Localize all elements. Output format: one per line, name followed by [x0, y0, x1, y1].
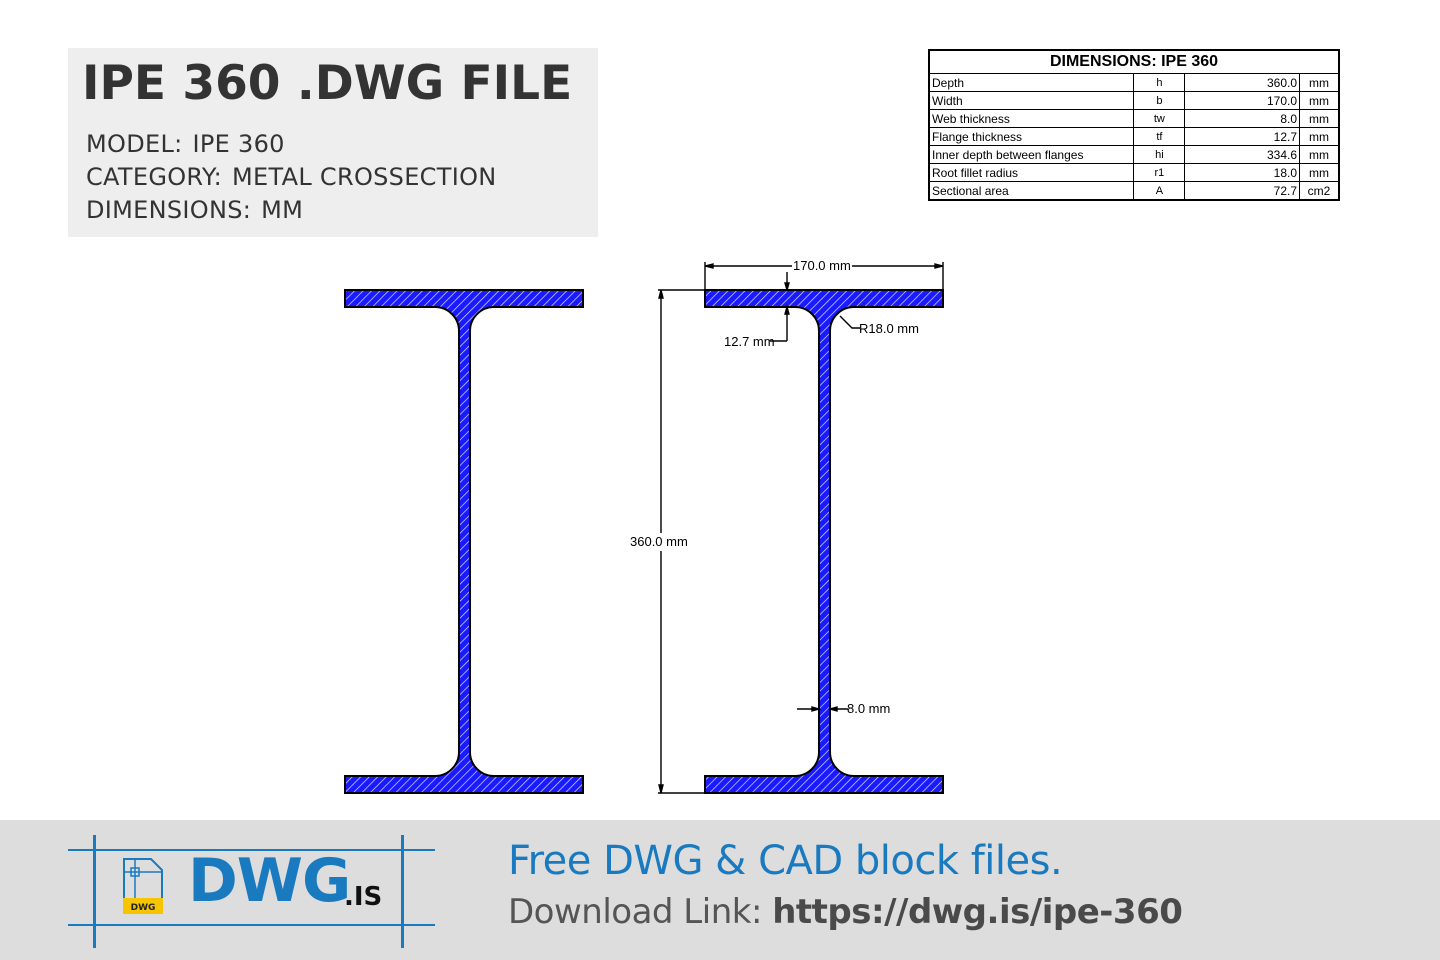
table-row: Sectional area A 72.7 cm2: [928, 181, 1341, 201]
flange-thickness-label: 12.7 mm: [724, 334, 775, 349]
depth-dimension-label: 360.0 mm: [630, 534, 688, 549]
page-title: IPE 360 .DWG FILE: [82, 56, 573, 111]
category-label: CATEGORY:: [86, 163, 223, 191]
model-label: MODEL:: [86, 130, 183, 158]
flange-thickness-dimension: [770, 272, 790, 342]
table-row: Flange thickness tf 12.7 mm: [928, 127, 1341, 146]
footer-banner: DWG DWG .IS Free DWG & CAD block files. …: [0, 820, 1440, 960]
dimensions-line: DIMENSIONS: MM: [86, 196, 303, 224]
depth-dimension: [658, 289, 705, 794]
row-name: Root fillet radius: [928, 163, 1135, 182]
download-link[interactable]: https://dwg.is/ipe-360: [772, 892, 1183, 932]
root-radius-label: R18.0 mm: [859, 321, 919, 336]
logo-guide-bottom: [68, 924, 435, 926]
logo-suffix: .IS: [344, 882, 383, 912]
row-unit: mm: [1299, 109, 1341, 128]
row-symbol: r1: [1133, 163, 1186, 182]
logo-guide-right: [401, 835, 404, 948]
row-unit: cm2: [1299, 181, 1341, 201]
width-dimension: [704, 262, 944, 290]
root-radius-leader: [839, 315, 860, 329]
row-value: 18.0: [1184, 163, 1301, 182]
tagline: Free DWG & CAD block files.: [508, 838, 1063, 884]
dimensions-value: MM: [261, 196, 304, 224]
table-title: DIMENSIONS: IPE 360: [928, 49, 1340, 74]
width-dimension-label: 170.0 mm: [793, 258, 851, 273]
dwg-badge-label: DWG: [131, 903, 156, 913]
category-value: METAL CROSSECTION: [232, 163, 497, 191]
i-beam-section-left: [344, 289, 584, 794]
row-unit: mm: [1299, 73, 1341, 92]
row-value: 72.7: [1184, 181, 1301, 201]
dimensions-table: DIMENSIONS: IPE 360 Depth h 360.0 mm Wid…: [928, 49, 1341, 201]
row-name: Sectional area: [928, 181, 1135, 201]
model-value: IPE 360: [192, 130, 285, 158]
i-beam-section-dimensioned: [704, 289, 944, 794]
row-unit: mm: [1299, 163, 1341, 182]
logo-guide-top: [68, 849, 435, 851]
table-row: Root fillet radius r1 18.0 mm: [928, 163, 1341, 182]
download-line: Download Link: https://dwg.is/ipe-360: [508, 892, 1183, 932]
download-label: Download Link:: [508, 892, 762, 932]
model-line: MODEL: IPE 360: [86, 130, 285, 158]
logo-wordmark: DWG: [188, 846, 351, 916]
row-unit: mm: [1299, 145, 1341, 164]
logo-guide-left: [93, 835, 96, 948]
dwg-file-icon: DWG: [123, 858, 163, 914]
row-unit: mm: [1299, 91, 1341, 110]
cad-drawing: 170.0 mm 12.7 mm R18.0 mm 360.0 mm 8.0 m…: [344, 258, 944, 794]
category-line: CATEGORY: METAL CROSSECTION: [86, 163, 497, 191]
web-thickness-label: 8.0 mm: [847, 701, 890, 716]
web-thickness-dimension: [797, 706, 848, 712]
dimensions-label: DIMENSIONS:: [86, 196, 252, 224]
info-panel: IPE 360 .DWG FILE MODEL: IPE 360 CATEGORY…: [68, 48, 598, 237]
